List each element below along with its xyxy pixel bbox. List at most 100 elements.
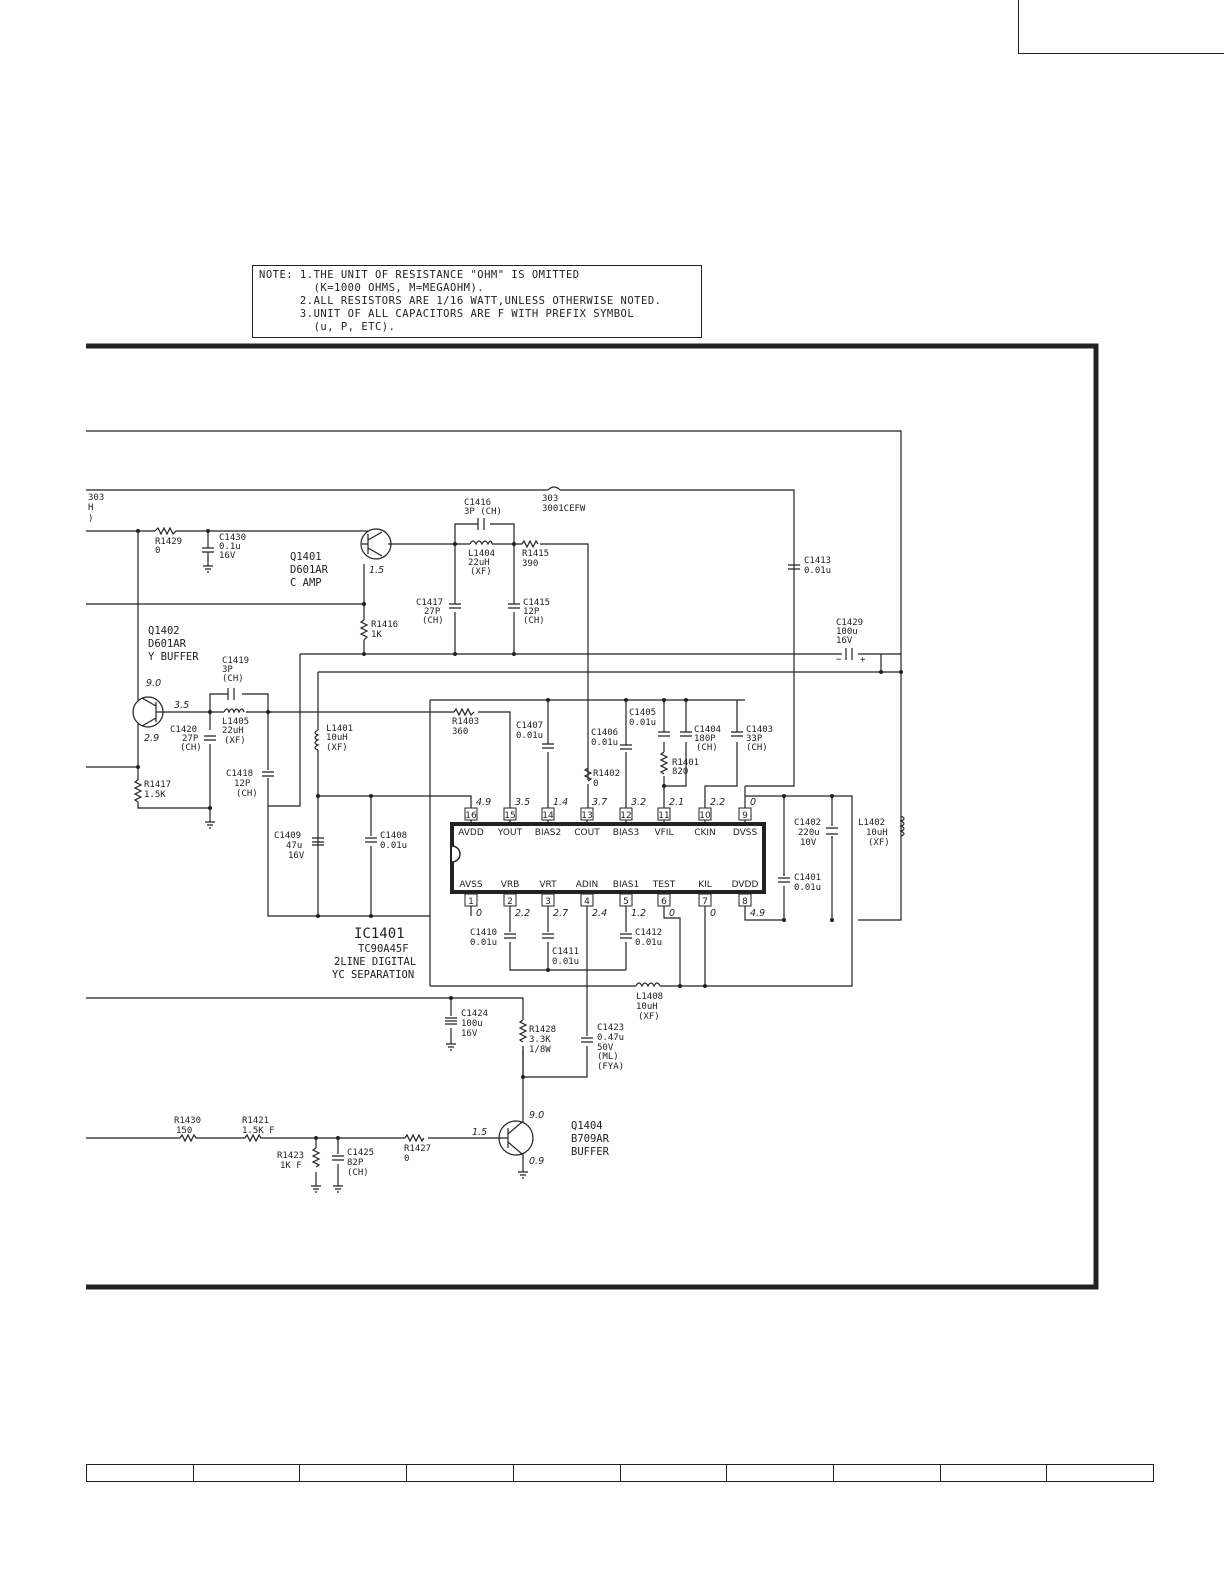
q1404-ref: Q1404 xyxy=(571,1120,603,1132)
l1408-ref: L1408 xyxy=(636,992,663,1002)
note-line: (K=1000 OHMS, M=MEGAOHM). xyxy=(259,282,485,294)
ic-pin-voltage: 0 xyxy=(476,908,482,919)
ic1401-ref: IC1401 xyxy=(354,926,405,942)
l303-label: H xyxy=(88,503,93,513)
c1417-val: 27P xyxy=(424,607,441,617)
c1419-ref: C1419 xyxy=(222,656,249,666)
ic-pin-label: VRB xyxy=(501,880,520,890)
l303-label: 303 xyxy=(88,493,104,503)
ic-pin-voltage: 3.7 xyxy=(592,797,607,808)
c1404-type: (CH) xyxy=(696,743,718,753)
r1428-watt: 1/8W xyxy=(529,1045,551,1055)
c1402-val: 220u xyxy=(798,828,820,838)
ic-pin-label: AVDD xyxy=(458,828,484,838)
note-line: (u, P, ETC). xyxy=(259,321,396,333)
l1401-ref: L1401 xyxy=(326,724,353,734)
c1415-type: (CH) xyxy=(523,616,545,626)
c1413-ref: C1413 xyxy=(804,556,831,566)
ic-pin-voltage: 3.5 xyxy=(515,797,530,808)
ic-pin-number: 5 xyxy=(623,897,629,907)
c1423-val: 0.47u xyxy=(597,1033,624,1043)
c1420-type: (CH) xyxy=(180,743,202,753)
ic-pin-label: AVSS xyxy=(459,880,482,890)
ic-pin-label: DVDD xyxy=(732,880,759,890)
ic-pin-number: 6 xyxy=(661,897,667,907)
l1402-ref: L1402 xyxy=(858,818,885,828)
svg-text:−: − xyxy=(836,655,842,665)
ic-pin-label: BIAS1 xyxy=(613,880,639,890)
ic-pin-voltage: 4.9 xyxy=(476,797,491,808)
c1425-val: 82P xyxy=(347,1158,364,1168)
ic-pin-label: KIL xyxy=(698,880,712,890)
q1404-part: B709AR xyxy=(571,1133,610,1145)
c1419-type: (CH) xyxy=(222,674,244,684)
ic-pin-voltage: 2.4 xyxy=(592,908,607,919)
ic-pin-number: 16 xyxy=(465,811,477,821)
q1402-part: D601AR xyxy=(148,638,187,650)
c1425-type: (CH) xyxy=(347,1168,369,1178)
q1402-ve: 2.9 xyxy=(144,733,159,744)
r1427-val: 0 xyxy=(404,1154,409,1164)
c1409-val: 47u xyxy=(286,841,302,851)
l1404-type: (XF) xyxy=(470,567,492,577)
labels: 303 H ) R1429 0 C1430 0.1u 16V Q1401 D60… xyxy=(88,493,890,1178)
ic-pin-number: 3 xyxy=(545,897,551,907)
r1415-ref: R1415 xyxy=(522,549,549,559)
c1409-ref: C1409 xyxy=(274,831,301,841)
c1406-val: 0.01u xyxy=(591,738,618,748)
note-line: 3.UNIT OF ALL CAPACITORS ARE F WITH PREF… xyxy=(259,308,635,320)
ic-pin-number: 2 xyxy=(507,897,513,907)
ic-pin-label: VRT xyxy=(539,880,557,890)
q1404-func: BUFFER xyxy=(571,1146,610,1158)
c1418-ref: C1418 xyxy=(226,769,253,779)
ic-pin-number: 14 xyxy=(542,811,554,821)
c1430-val: 0.1u xyxy=(219,542,241,552)
c1430-ref: C1430 xyxy=(219,533,246,543)
c1408-ref: C1408 xyxy=(380,831,407,841)
q1404-ve: 0.9 xyxy=(529,1156,544,1167)
schematic-note: NOTE: 1.THE UNIT OF RESISTANCE "OHM" IS … xyxy=(252,265,702,338)
r1430-ref: R1430 xyxy=(174,1116,201,1126)
note-line: NOTE: 1.THE UNIT OF RESISTANCE "OHM" IS … xyxy=(259,269,580,281)
q1401-func: C AMP xyxy=(290,577,322,589)
junction-dots xyxy=(136,529,903,1140)
l1408-val: 10uH xyxy=(636,1002,658,1012)
r1423-val: 1K F xyxy=(280,1161,302,1171)
ic-pin-voltage: 2.1 xyxy=(669,797,684,808)
ic-pin-label: BIAS2 xyxy=(535,828,561,838)
ic-pin-number: 1 xyxy=(468,897,474,907)
svg-text:+: + xyxy=(860,655,866,665)
c1403-ref: C1403 xyxy=(746,725,773,735)
ic-pin-number: 12 xyxy=(620,811,631,821)
c1415-ref: C1415 xyxy=(523,598,550,608)
q1402-vc: 9.0 xyxy=(146,678,161,689)
l1405-val: 22uH xyxy=(222,726,244,736)
c1404-ref: C1404 xyxy=(694,725,721,735)
c1430-volt: 16V xyxy=(219,551,236,561)
ic-pin-label: DVSS xyxy=(733,828,758,838)
r1401-val: 820 xyxy=(672,767,688,777)
r1415-val: 390 xyxy=(522,559,538,569)
ic-pin-box xyxy=(503,893,517,907)
ic-pin-number: 15 xyxy=(504,811,515,821)
ic-pin-number: 7 xyxy=(702,897,708,907)
ic-pin-voltage: 1.4 xyxy=(553,797,568,808)
c1405-ref: C1405 xyxy=(629,708,656,718)
l1404-ref: L1404 xyxy=(468,549,495,559)
ic-pin-label: CKIN xyxy=(694,828,716,838)
r1428-ref: R1428 xyxy=(529,1025,556,1035)
ic-pin-number: 10 xyxy=(699,811,711,821)
l1402-type: (XF) xyxy=(868,838,890,848)
c1410-val: 0.01u xyxy=(470,938,497,948)
ic-pin-box xyxy=(541,893,555,907)
c1416-ref: C1416 xyxy=(464,498,491,508)
ic1401-pins: 16AVDD4.915YOUT3.514BIAS21.413COUT3.712B… xyxy=(458,797,765,919)
ic-pin-number: 8 xyxy=(742,897,748,907)
q1402-ref: Q1402 xyxy=(148,625,180,637)
q1404-vb: 1.5 xyxy=(472,1127,487,1138)
ic-pin-voltage: 2.2 xyxy=(515,908,530,919)
r1403-val: 360 xyxy=(452,727,468,737)
note-line: 2.ALL RESISTORS ARE 1/16 WATT,UNLESS OTH… xyxy=(259,295,662,307)
r1416-val: 1K xyxy=(371,630,382,640)
